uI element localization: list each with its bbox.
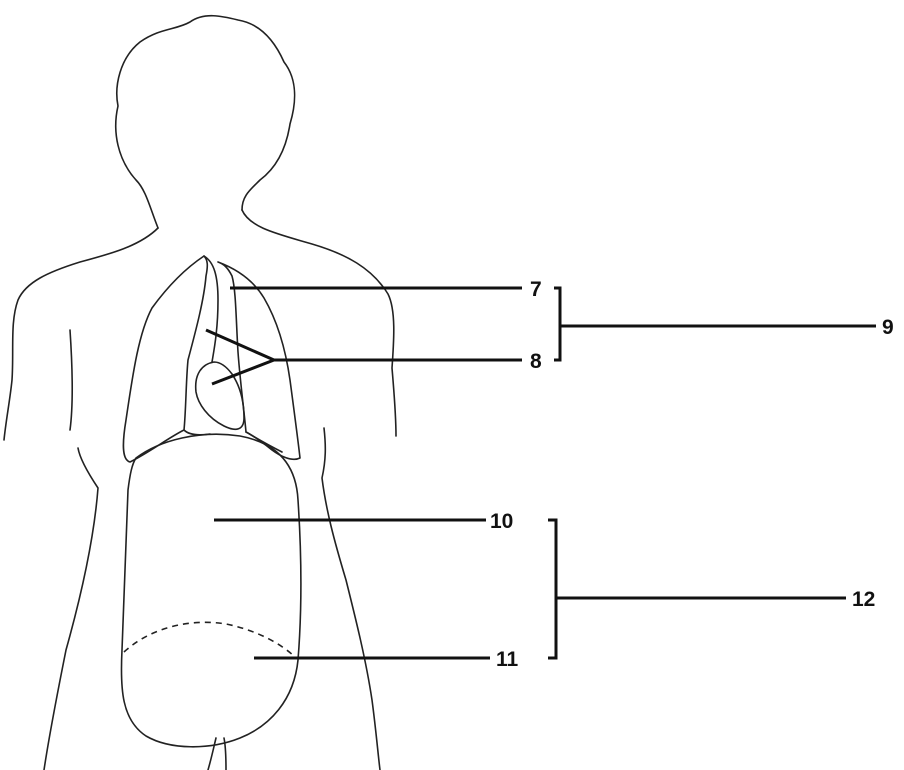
- label-11: 11: [496, 648, 519, 671]
- left-arm-inner-outline: [70, 330, 72, 430]
- label-10: 10: [490, 510, 513, 533]
- leader-lines: [206, 288, 876, 658]
- bracket-12: [548, 520, 556, 658]
- label-8: 8: [530, 350, 542, 373]
- label-7: 7: [530, 278, 542, 301]
- right-shoulder-outline: [242, 210, 396, 436]
- left-torso-outline: [44, 448, 98, 770]
- pelvic-division-line: [124, 622, 296, 658]
- thoracic-floor-outline: [184, 430, 282, 452]
- leader-line-8-upper: [206, 330, 274, 360]
- bracket-9: [554, 288, 560, 360]
- left-lung-outline: [123, 256, 207, 462]
- label-9: 9: [882, 316, 894, 339]
- brackets: [548, 288, 560, 658]
- abdominopelvic-outline: [121, 434, 301, 747]
- left-shoulder-outline: [4, 228, 158, 440]
- head-outline: [116, 16, 295, 228]
- heart-outline: [196, 362, 244, 429]
- number-labels: 7 8 9 10 11 12: [490, 278, 894, 671]
- label-12: 12: [852, 588, 875, 611]
- right-torso-outline: [322, 428, 380, 770]
- abdominopelvic-cavity: [121, 434, 301, 747]
